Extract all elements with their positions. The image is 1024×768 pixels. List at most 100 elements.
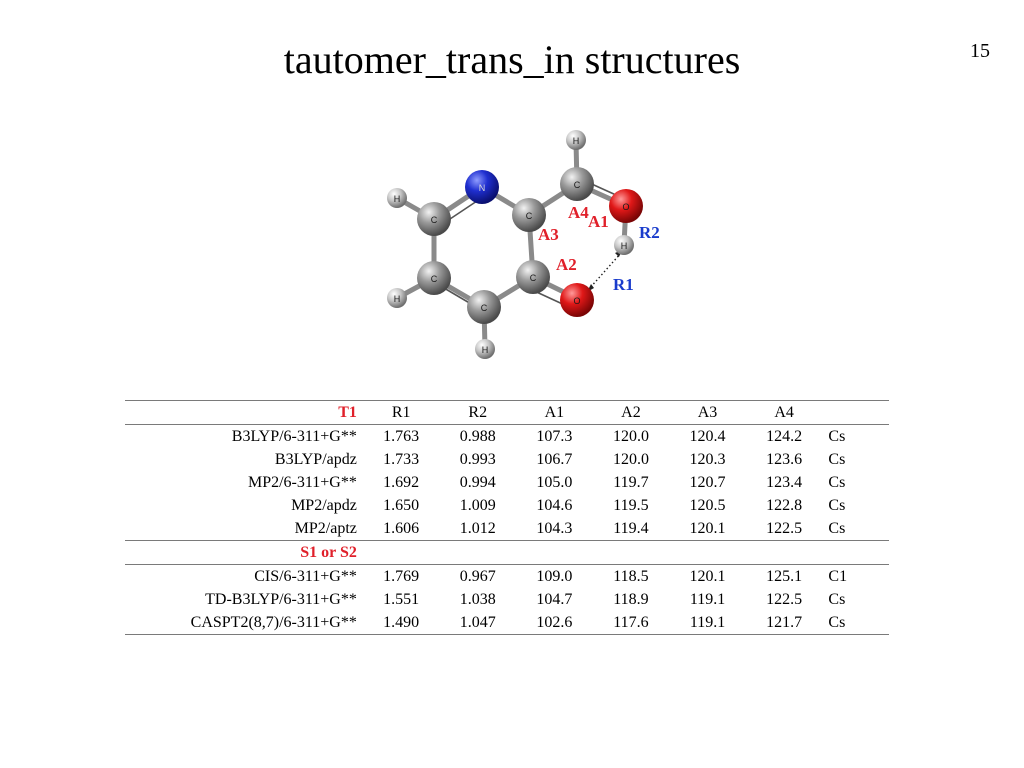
value-cell: 120.4 xyxy=(689,428,726,445)
value-cell: 0.988 xyxy=(459,428,496,445)
svg-text:N: N xyxy=(479,183,486,193)
value-cell: 120.1 xyxy=(669,517,746,541)
svg-text:C: C xyxy=(431,215,438,225)
svg-text:O: O xyxy=(573,296,580,306)
svg-text:O: O xyxy=(622,202,629,212)
symmetry-cell: Cs xyxy=(828,451,846,468)
symmetry-cell: Cs xyxy=(828,474,846,491)
value-cell: 1.490 xyxy=(362,611,440,635)
section-heading-t1: T1 xyxy=(125,400,363,425)
method-cell: MP2/6-311+G** xyxy=(247,474,357,491)
atom-c-bottom: C xyxy=(467,290,501,324)
value-cell: 118.5 xyxy=(613,568,649,585)
value-cell: 0.967 xyxy=(459,568,496,585)
value-cell: 117.6 xyxy=(592,611,670,635)
value-cell: 120.1 xyxy=(689,568,726,585)
table-row: MP2/apdz 1.650 1.009 104.6 119.5 120.5 1… xyxy=(125,494,889,517)
value-cell: 119.4 xyxy=(592,517,670,541)
svg-text:C: C xyxy=(481,303,488,313)
label-a2: A2 xyxy=(556,255,577,274)
value-cell: 119.1 xyxy=(669,611,746,635)
symmetry-cell: Cs xyxy=(828,591,846,608)
value-cell: 120.0 xyxy=(612,451,649,468)
value-cell: 1.047 xyxy=(439,611,517,635)
svg-text:H: H xyxy=(394,194,401,204)
value-cell: 102.6 xyxy=(516,611,593,635)
geometry-table: T1 R1 R2 A1 A2 A3 A4 B3LYP/6-311+G** 1.7… xyxy=(125,400,889,635)
column-header: A3 xyxy=(669,400,746,425)
value-cell: 119.7 xyxy=(613,474,649,491)
value-cell: 121.7 xyxy=(745,611,823,635)
value-cell: 105.0 xyxy=(536,474,573,491)
label-r2: R2 xyxy=(639,223,660,242)
section-heading-s1-or-s2: S1 or S2 xyxy=(125,540,363,565)
method-cell: MP2/aptz xyxy=(125,517,363,541)
table-row: MP2/6-311+G** 1.692 0.994 105.0 119.7 12… xyxy=(125,471,889,494)
symmetry-cell: C1 xyxy=(828,568,848,585)
column-header: R2 xyxy=(439,400,517,425)
value-cell: 1.009 xyxy=(459,497,496,514)
value-cell: 1.038 xyxy=(459,591,496,608)
value-cell: 1.551 xyxy=(383,591,420,608)
svg-text:C: C xyxy=(431,274,438,284)
method-cell: B3LYP/6-311+G** xyxy=(231,428,357,445)
value-cell: 1.769 xyxy=(383,568,420,585)
method-cell: TD-B3LYP/6-311+G** xyxy=(205,591,357,608)
value-cell: 118.9 xyxy=(613,591,649,608)
value-cell: 1.650 xyxy=(383,497,420,514)
svg-text:H: H xyxy=(394,294,401,304)
value-cell: 1.763 xyxy=(383,428,420,445)
value-cell: 119.5 xyxy=(613,497,649,514)
value-cell: 1.692 xyxy=(383,474,420,491)
atom-c-mid-top: C xyxy=(512,198,546,232)
value-cell: 120.5 xyxy=(689,497,726,514)
atom-h-mid: H xyxy=(614,235,634,255)
method-cell: CASPT2(8,7)/6-311+G** xyxy=(125,611,363,635)
svg-text:H: H xyxy=(482,345,489,355)
table-section-row: S1 or S2 xyxy=(125,540,889,565)
value-cell: 122.5 xyxy=(745,517,823,541)
value-cell: 124.2 xyxy=(766,428,803,445)
method-cell: MP2/apdz xyxy=(291,497,357,514)
symmetry-cell: Cs xyxy=(822,517,889,541)
atom-c-mid-bottom: C xyxy=(516,260,550,294)
bonds xyxy=(394,139,629,351)
symmetry-cell: Cs xyxy=(822,611,889,635)
atom-c-top: C xyxy=(560,167,594,201)
atom-h-left-top: H xyxy=(387,188,407,208)
svg-text:C: C xyxy=(526,211,533,221)
column-header: A2 xyxy=(592,400,670,425)
column-header: A1 xyxy=(516,400,593,425)
value-cell: 104.7 xyxy=(536,591,573,608)
table-row: CASPT2(8,7)/6-311+G** 1.490 1.047 102.6 … xyxy=(125,611,889,635)
value-cell: 0.994 xyxy=(459,474,496,491)
table-row: B3LYP/6-311+G** 1.763 0.988 107.3 120.0 … xyxy=(125,425,889,449)
method-cell: B3LYP/apdz xyxy=(274,451,357,468)
atom-n: N xyxy=(465,170,499,204)
label-a3: A3 xyxy=(538,225,559,244)
hydrogen-bond xyxy=(588,252,622,290)
method-cell: CIS/6-311+G** xyxy=(254,568,357,585)
value-cell: 120.3 xyxy=(689,451,726,468)
svg-text:H: H xyxy=(621,241,628,251)
label-r1: R1 xyxy=(613,275,634,294)
label-a1: A1 xyxy=(588,212,609,231)
value-cell: 120.0 xyxy=(612,428,649,445)
table-header-row: T1 R1 R2 A1 A2 A3 A4 xyxy=(125,400,889,425)
atom-h-left-bottom: H xyxy=(387,288,407,308)
table-row: CIS/6-311+G** 1.769 0.967 109.0 118.5 12… xyxy=(125,565,889,589)
value-cell: 104.6 xyxy=(536,497,573,514)
column-header: A4 xyxy=(745,400,823,425)
value-cell: 1.012 xyxy=(439,517,517,541)
svg-text:C: C xyxy=(530,273,537,283)
value-cell: 0.993 xyxy=(459,451,496,468)
molecule-diagram: H H H H H C C C C C C N xyxy=(387,130,660,359)
atom-h-top: H xyxy=(566,130,586,150)
table-row: MP2/aptz 1.606 1.012 104.3 119.4 120.1 1… xyxy=(125,517,889,541)
label-a4: A4 xyxy=(568,203,589,222)
svg-text:C: C xyxy=(574,180,581,190)
column-header: R1 xyxy=(362,400,440,425)
value-cell: 125.1 xyxy=(766,568,803,585)
atom-c-left-top: C xyxy=(417,202,451,236)
value-cell: 119.1 xyxy=(689,591,726,608)
